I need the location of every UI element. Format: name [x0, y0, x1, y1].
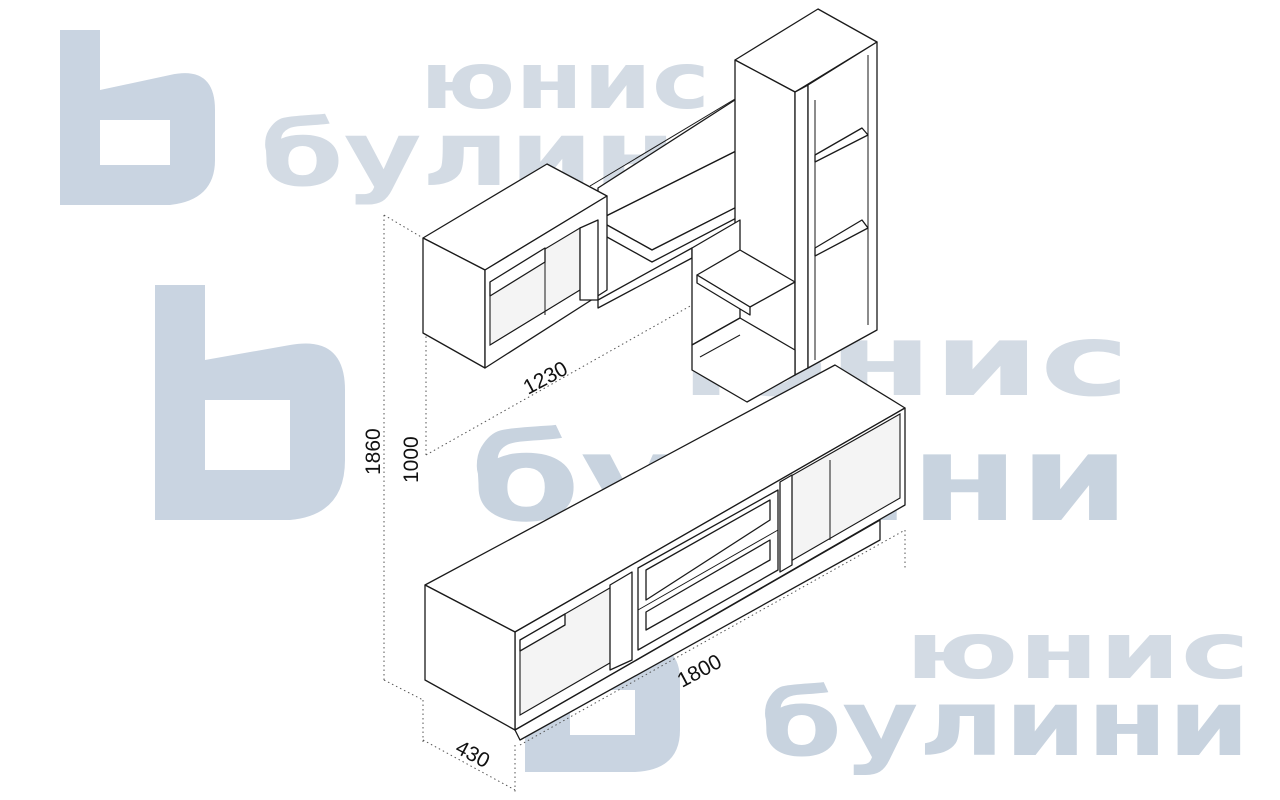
dimension-lines: [383, 214, 906, 792]
lower-hanging-unit: [691, 219, 796, 403]
watermark-logo-top: [60, 30, 215, 205]
left-wall-box: [422, 163, 608, 369]
dim-label-total-height: 1860: [362, 428, 385, 475]
tall-column: [734, 8, 878, 376]
watermark-text-bottom-line1: юнис: [905, 607, 1250, 697]
dim-label-lower-height: 1000: [400, 436, 423, 483]
watermark-text-bottom-line2: булини: [760, 670, 1250, 777]
watermark-logo-middle: [155, 285, 345, 520]
tv-stand: [424, 364, 906, 741]
dim-label-base-width: 1800: [674, 650, 726, 692]
dim-label-top-shelf: 1230: [520, 357, 572, 399]
watermark-text-top-line1: юнис: [420, 37, 710, 127]
dim-label-depth: 430: [452, 736, 494, 773]
